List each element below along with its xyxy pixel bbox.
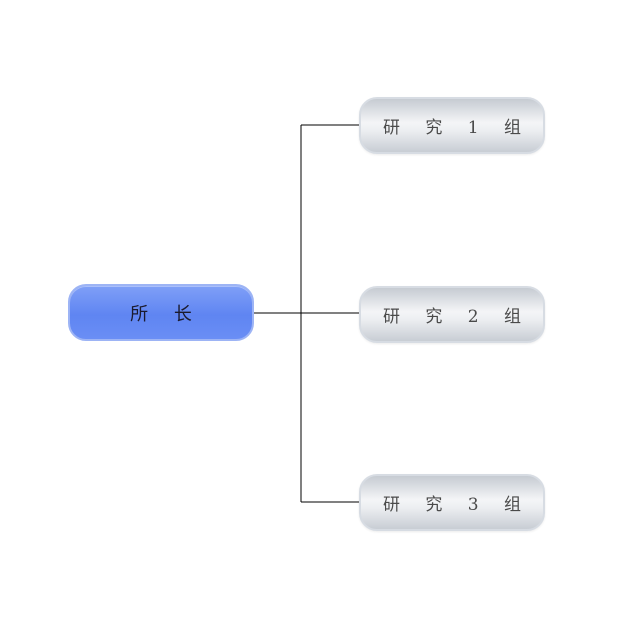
child-node-group-3: 研 究 3 组 [359,474,545,531]
root-node-director: 所 长 [68,284,254,341]
child-node-label: 研 究 1 组 [382,118,532,138]
root-node-label: 所 长 [130,303,202,325]
child-node-group-1: 研 究 1 组 [359,97,545,154]
child-node-group-2: 研 究 2 组 [359,286,545,343]
child-node-label: 研 究 2 组 [382,307,532,327]
child-node-label: 研 究 3 组 [382,495,532,515]
